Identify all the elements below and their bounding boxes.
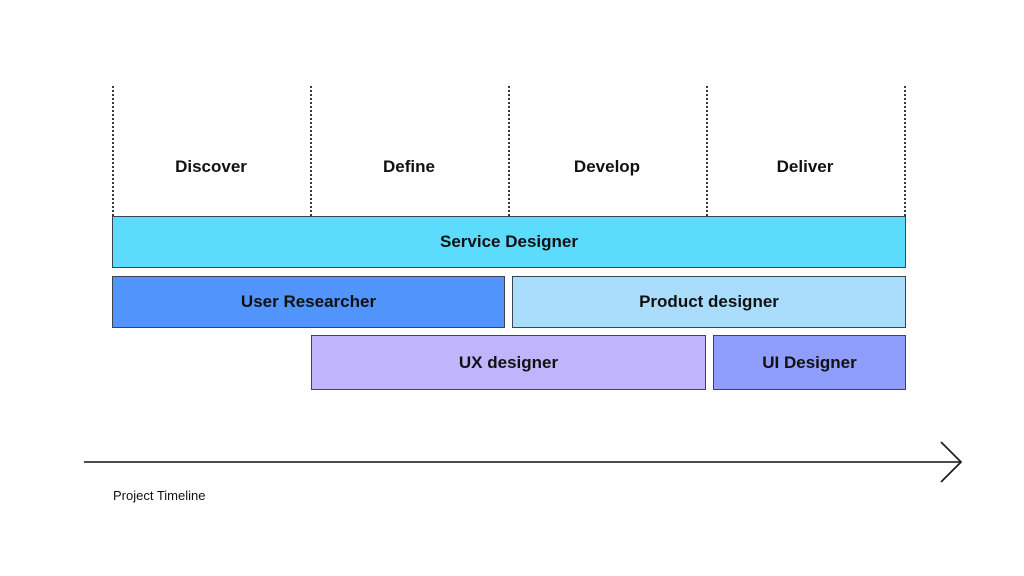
phase-divider xyxy=(508,86,510,216)
phase-label-define: Define xyxy=(383,157,435,176)
role-bar-ui-designer: UI Designer xyxy=(713,335,906,390)
role-label: UI Designer xyxy=(762,352,857,372)
phase-label-discover: Discover xyxy=(175,157,247,176)
role-bar-ux-designer: UX designer xyxy=(311,335,706,390)
phase-divider xyxy=(310,86,312,216)
role-bar-service-designer: Service Designer xyxy=(112,216,906,268)
timeline-label: Project Timeline xyxy=(113,488,206,503)
role-label: UX designer xyxy=(458,352,559,372)
role-bar-user-researcher: User Researcher xyxy=(112,276,505,328)
phase-divider xyxy=(706,86,708,216)
phase-divider xyxy=(112,86,114,216)
role-label: Product designer xyxy=(639,292,779,311)
phase-label-deliver: Deliver xyxy=(776,157,834,176)
role-label: Service Designer xyxy=(440,232,578,251)
role-label: User Researcher xyxy=(240,292,377,311)
arrowhead-icon xyxy=(940,441,963,483)
phase-label-develop: Develop xyxy=(573,157,641,176)
phase-divider xyxy=(904,86,906,216)
role-bar-product-designer: Product designer xyxy=(512,276,906,328)
